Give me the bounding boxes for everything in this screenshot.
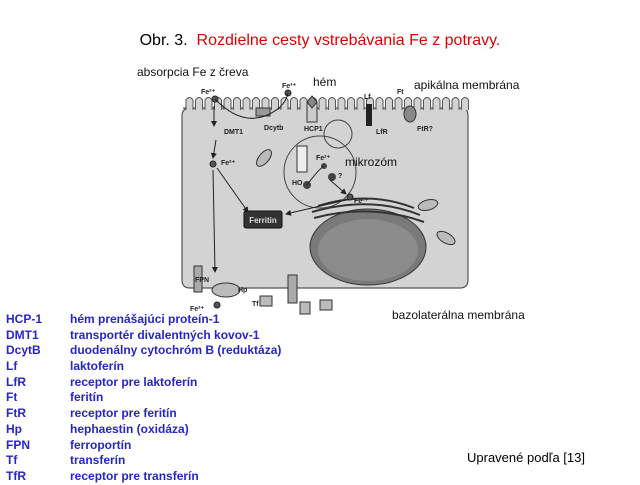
hcp1-label: HCP1	[304, 126, 323, 133]
legend-row: TfR receptor pre transferín	[6, 469, 281, 485]
legend-abbr: Ft	[6, 390, 18, 405]
fe2-apical-label: Fe²⁺	[201, 89, 216, 96]
legend-row: HCP-1 hém prenášajúci proteín-1	[6, 312, 281, 328]
legend-abbr: LfR	[6, 374, 26, 389]
microsome-label: mikrozóm	[345, 155, 398, 169]
legend-desc: receptor pre transferín	[70, 468, 199, 483]
microvillus	[223, 97, 232, 110]
fe3-label: Fe³⁺	[282, 83, 297, 90]
microvillus	[356, 97, 365, 110]
legend-row: DcytB duodenálny cytochróm B (reduktáza)	[6, 343, 281, 359]
legend-abbr: DcytB	[6, 343, 41, 358]
legend-row: Ft feritín	[6, 390, 281, 406]
legend-abbr: HCP-1	[6, 312, 43, 326]
legend-row: FPN ferroportín	[6, 438, 281, 454]
legend-row: Hp hephaestin (oxidáza)	[6, 422, 281, 438]
fe2-released-label: Fe²⁺	[354, 198, 369, 205]
dmt1-label: DMT1	[224, 129, 243, 136]
legend-row: FtR receptor pre feritín	[6, 406, 281, 422]
microvillus	[185, 97, 194, 110]
legend-desc: hephaestin (oxidáza)	[70, 421, 189, 436]
legend-abbr: TfR	[6, 468, 26, 483]
legend-desc: receptor pre feritín	[70, 406, 177, 421]
ferritin-box	[243, 210, 283, 229]
legend-abbr: Tf	[6, 453, 18, 468]
legend-desc: duodenálny cytochróm B (reduktáza)	[70, 343, 282, 358]
microvilli	[185, 97, 469, 110]
legend-desc: transferín	[70, 453, 126, 468]
figure-title: Obr. 3. Rozdielne cesty vstrebávania Fe …	[0, 32, 640, 50]
ftr-label: FtR?	[417, 126, 433, 133]
microvillus	[451, 97, 460, 110]
legend-row: LfR receptor pre laktoferín	[6, 375, 281, 391]
fe2-cytosol-label: Fe²⁺	[221, 160, 236, 167]
legend-row: Tf transferín	[6, 453, 281, 469]
fe2-microsome-label: Fe²⁺	[316, 155, 331, 162]
figure-caption: Rozdielne cesty vstrebávania Fe z potrav…	[196, 32, 501, 49]
microvillus	[233, 97, 241, 110]
legend-desc: receptor pre laktoferín	[70, 374, 198, 389]
microvillus	[271, 97, 279, 110]
microvillus	[423, 97, 431, 110]
ferritin-label: Ferritin	[249, 216, 277, 225]
ho-label: HO	[292, 180, 303, 187]
microvillus	[242, 97, 251, 110]
microvillus	[432, 97, 441, 110]
source-credit: Upravené podľa [13]	[467, 450, 585, 465]
legend-desc: hém prenášajúci proteín-1	[70, 312, 220, 326]
microvillus	[385, 97, 393, 110]
absorption-label: absorpcia Fe z čreva	[137, 65, 249, 79]
microvillus	[337, 97, 346, 110]
microvillus	[280, 97, 289, 110]
heme-label: hém	[313, 75, 337, 89]
microvillus	[347, 97, 355, 110]
lfr-label: LfR	[376, 129, 388, 136]
hp-label: Hp	[238, 287, 247, 294]
legend-abbr: FPN	[6, 437, 30, 452]
tf-label: Tf	[252, 301, 259, 308]
legend-abbr: Lf	[6, 359, 18, 374]
legend-row: DMT1 transportér divalentných kovov-1	[6, 328, 281, 344]
legend-abbr: Hp	[6, 421, 22, 436]
legend-abbr: DMT1	[6, 327, 39, 342]
microvillus	[413, 97, 422, 110]
fe2-basolateral-label: Fe²⁺	[190, 306, 205, 313]
microsome	[283, 135, 357, 209]
microvillus	[204, 97, 213, 110]
microvillus	[252, 97, 260, 110]
dcytb-label: Dcytb	[264, 125, 283, 132]
microvillus	[290, 97, 298, 110]
microvillus	[375, 97, 384, 110]
microvillus	[461, 97, 469, 110]
microvillus	[442, 97, 450, 110]
legend-desc: laktoferín	[70, 359, 125, 374]
figure-number: Obr. 3.	[139, 32, 188, 49]
microvillus	[328, 97, 336, 110]
microvillus	[318, 97, 327, 110]
basolateral-membrane-label: bazolaterálna membrána	[392, 308, 525, 322]
ft-label: Ft	[397, 89, 404, 96]
endoplasmic-reticulum	[311, 197, 425, 223]
microvillus	[195, 97, 203, 110]
microvillus	[394, 97, 403, 110]
lf-label: Lf	[364, 94, 371, 101]
legend-desc: feritín	[70, 390, 104, 405]
unknown-label: ?	[338, 173, 342, 180]
fpn-label: FPN	[195, 277, 209, 284]
apical-membrane-label: apikálna membrána	[414, 78, 520, 92]
legend-row: Lf laktoferín	[6, 359, 281, 375]
legend-abbr: FtR	[6, 406, 26, 421]
microvillus	[261, 97, 270, 110]
microvillus	[299, 97, 308, 110]
mitochondria	[256, 149, 456, 246]
legend-desc: transportér divalentných kovov-1	[70, 327, 260, 342]
legend-desc: ferroportín	[70, 437, 132, 452]
